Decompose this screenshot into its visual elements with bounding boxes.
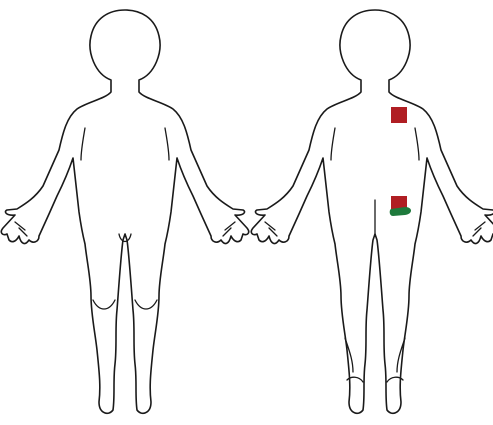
marker-lower-back-right-red (391, 196, 407, 209)
marker-upper-back-right (391, 107, 407, 123)
front-view-figure (1, 10, 248, 413)
back-view-figure (251, 10, 493, 413)
back-body-outline (251, 10, 493, 413)
front-body-outline (1, 10, 248, 413)
